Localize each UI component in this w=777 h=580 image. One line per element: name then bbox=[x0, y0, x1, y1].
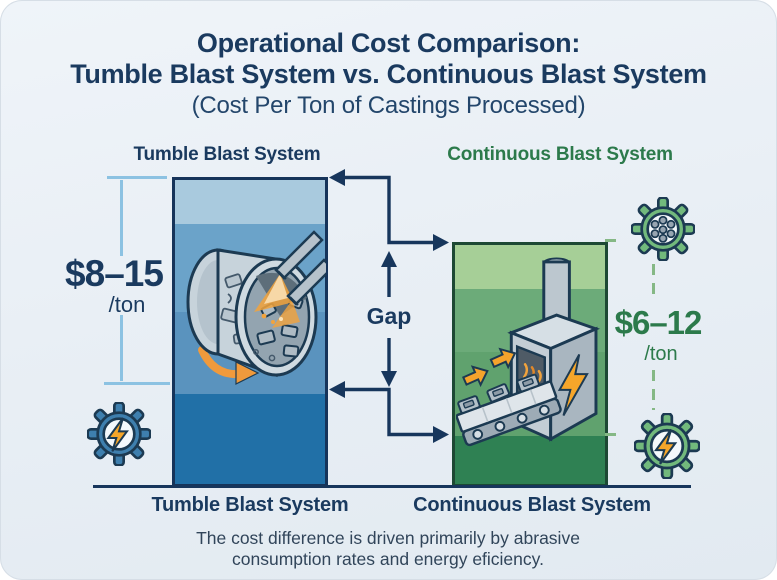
arrowheads bbox=[329, 169, 449, 443]
column-header-tumble: Tumble Blast System bbox=[133, 144, 321, 165]
caption-line2: consumption rates and energy eficiency. bbox=[232, 549, 544, 569]
bar-tumble-band-4 bbox=[175, 394, 325, 484]
bar-continuous-band-1 bbox=[455, 245, 605, 289]
axis-label-continuous: Continuous Blast System bbox=[413, 494, 651, 516]
dashed-connector-right bbox=[605, 239, 655, 436]
continuous-machine-illustration bbox=[456, 257, 601, 447]
column-header-continuous: Continuous Blast System bbox=[447, 144, 673, 165]
tumble-drum-illustration bbox=[186, 230, 326, 385]
gear-shot-media-icon bbox=[631, 197, 695, 261]
page-title-line1: Operational Cost Comparison: bbox=[196, 28, 581, 58]
page-title-line2: Tumble Blast System vs. Continuous Blast… bbox=[70, 59, 707, 89]
cost-value-continuous: $6–12 bbox=[614, 304, 703, 341]
cost-label-continuous: $6–12 /ton bbox=[596, 304, 720, 366]
gear-energy-icon-green bbox=[634, 413, 700, 479]
cost-unit-tumble: /ton bbox=[108, 292, 146, 317]
bar-continuous-band-4 bbox=[455, 436, 605, 484]
axis-label-tumble: Tumble Blast System bbox=[151, 494, 349, 516]
bar-tumble-band-1 bbox=[175, 180, 325, 224]
range-bracket-left bbox=[104, 176, 170, 385]
gear-energy-icon-blue bbox=[87, 402, 151, 466]
page-title-line3: (Cost Per Ton of Castings Processed) bbox=[191, 92, 586, 119]
cost-unit-continuous: /ton bbox=[644, 343, 678, 365]
cost-value-tumble: $8–15 bbox=[65, 253, 164, 294]
gap-label: Gap bbox=[366, 303, 412, 329]
cost-label-tumble: $8–15 /ton bbox=[48, 255, 180, 317]
caption-line1: The cost difference is driven primarily … bbox=[196, 528, 580, 548]
